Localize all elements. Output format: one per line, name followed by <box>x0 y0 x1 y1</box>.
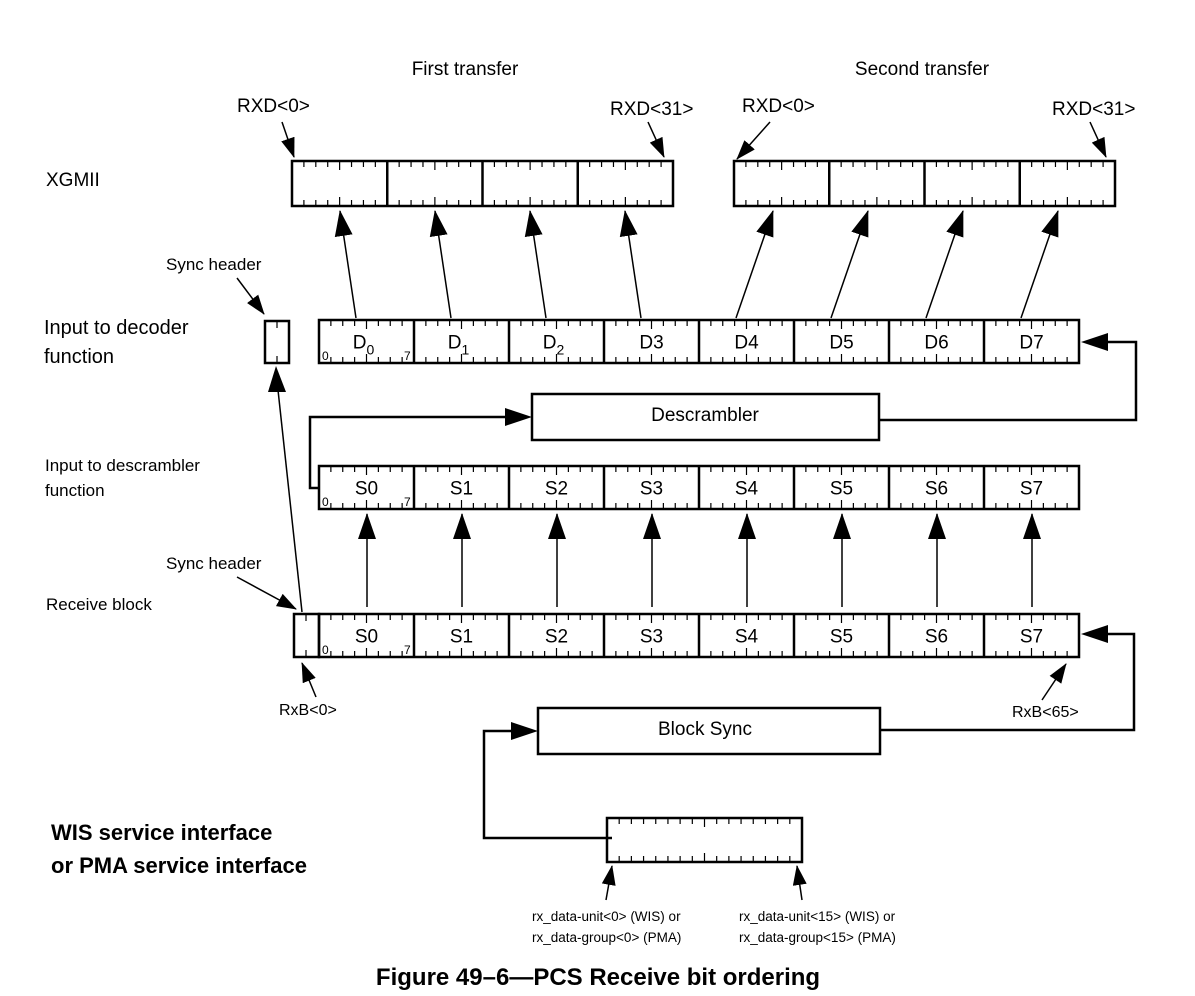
cell-label: S7 <box>1020 627 1043 648</box>
rxb0-label: RxB<0> <box>279 702 337 719</box>
cell-label: S4 <box>735 627 759 648</box>
cell-label: S0 <box>355 627 378 648</box>
cell-label: D6 <box>924 333 948 354</box>
second-rxd31-pointer <box>1089 121 1107 158</box>
rxb65-pointer <box>1041 663 1067 701</box>
data-flow-arrow <box>925 210 964 319</box>
decoder-row-label-line2: function <box>44 346 114 368</box>
data-flow-arrow <box>830 210 869 319</box>
cell-label: S5 <box>830 479 853 500</box>
decoder-sync-header-label: Sync header <box>166 255 262 274</box>
cell-label: S2 <box>545 627 568 648</box>
descrambler-input-register: S0 S1 S2 S3 S4 S5 S6 S7 0 7 <box>317 464 1081 511</box>
service-interface-label-line1: WIS service interface <box>51 820 272 845</box>
cell-label: D4 <box>734 333 759 354</box>
bit-start-label: 0 <box>322 495 329 509</box>
block-sync-input-line <box>482 729 612 840</box>
first-rxd31-pointer <box>647 121 665 158</box>
descrambler-output-line <box>879 340 1138 422</box>
rxb65-label: RxB<65> <box>1012 704 1079 721</box>
cell-label: S2 <box>545 479 568 500</box>
first-transfer-title: First transfer <box>412 59 519 80</box>
cell-label: D7 <box>1019 333 1043 354</box>
block-sync-input-arrowhead <box>511 722 538 740</box>
rx-data-0-label-line1: rx_data-unit<0> (WIS) or <box>532 909 681 924</box>
bit-end-label: 7 <box>404 349 411 363</box>
sync-header-transfer-line <box>277 389 303 613</box>
cell-label: D2 <box>543 333 565 358</box>
receive-block-register: S0 S1 S2 S3 S4 S5 S6 S7 0 7 <box>317 612 1081 659</box>
data-flow-arrow <box>524 210 547 319</box>
cell-label: S6 <box>925 479 948 500</box>
service-interface-label-line2: or PMA service interface <box>51 853 307 878</box>
cell-label: S1 <box>450 479 473 500</box>
cell-label: D1 <box>448 333 470 358</box>
rx-data-15-label-line1: rx_data-unit<15> (WIS) or <box>739 909 896 924</box>
descrambler-output-arrowhead <box>1081 333 1108 351</box>
connection-arrows <box>334 210 1059 607</box>
decoder-sync-header-pointer <box>236 277 265 315</box>
cell-label: S3 <box>640 479 663 500</box>
decoder-row-label-line1: Input to decoder <box>44 317 189 339</box>
rx-data-0-label-line2: rx_data-group<0> (PMA) <box>532 930 681 945</box>
data-flow-arrow <box>619 210 642 319</box>
block-sync-output-line <box>880 632 1136 732</box>
second-rxd0-pointer <box>736 121 771 160</box>
second-rxd31-label: RXD<31> <box>1052 99 1135 120</box>
cell-label: D0 <box>353 333 375 358</box>
descrambler-row-label-line1: Input to descrambler <box>45 456 200 475</box>
data-flow-arrow <box>735 210 774 319</box>
cell-label: D3 <box>639 333 663 354</box>
figure-caption: Figure 49–6—PCS Receive bit ordering <box>376 964 820 991</box>
cell-label: S0 <box>355 479 378 500</box>
bit-end-label: 7 <box>404 643 411 657</box>
descrambler-input-line <box>308 415 505 490</box>
rx-data-15-label-line2: rx_data-group<15> (PMA) <box>739 930 896 945</box>
cell-label: D5 <box>829 333 853 354</box>
block-sync-output-arrowhead <box>1081 625 1108 643</box>
rx-data-0-pointer <box>601 865 616 901</box>
rx-data-15-pointer <box>792 865 807 901</box>
receive-sync-header-pointer <box>236 576 297 610</box>
receive-block-label: Receive block <box>46 595 152 614</box>
data-flow-arrow <box>1020 210 1059 319</box>
receive-sync-header-label: Sync header <box>166 554 262 573</box>
xgmii-first-transfer-register <box>290 159 675 208</box>
descrambler-input-arrowhead <box>505 408 532 426</box>
descrambler-row-label-line2: function <box>45 481 105 500</box>
cell-label: S6 <box>925 627 948 648</box>
data-flow-arrow <box>429 210 452 319</box>
cell-label: S1 <box>450 627 473 648</box>
second-rxd0-label: RXD<0> <box>742 96 815 117</box>
data-flow-arrow <box>334 210 357 319</box>
xgmii-second-transfer-register <box>732 159 1117 208</box>
cell-label: S7 <box>1020 479 1043 500</box>
xgmii-label: XGMII <box>46 170 100 191</box>
cell-label: S3 <box>640 627 663 648</box>
block-sync-label: Block Sync <box>658 719 752 740</box>
first-rxd31-label: RXD<31> <box>610 99 693 120</box>
second-transfer-title: Second transfer <box>855 59 990 80</box>
descrambler-label: Descrambler <box>651 405 759 426</box>
bit-end-label: 7 <box>404 495 411 509</box>
decoder-input-register: D0 D1 D2 D3 D4 D5 D6 D7 0 7 <box>317 318 1081 365</box>
cell-label: S4 <box>735 479 759 500</box>
first-rxd0-pointer <box>281 121 295 158</box>
first-rxd0-label: RXD<0> <box>237 96 310 117</box>
cell-label: S5 <box>830 627 853 648</box>
sync-header-transfer-arrowhead <box>268 366 286 392</box>
bit-start-label: 0 <box>322 643 329 657</box>
service-interface-register <box>605 816 804 864</box>
rxb0-pointer <box>301 662 317 698</box>
bit-start-label: 0 <box>322 349 329 363</box>
